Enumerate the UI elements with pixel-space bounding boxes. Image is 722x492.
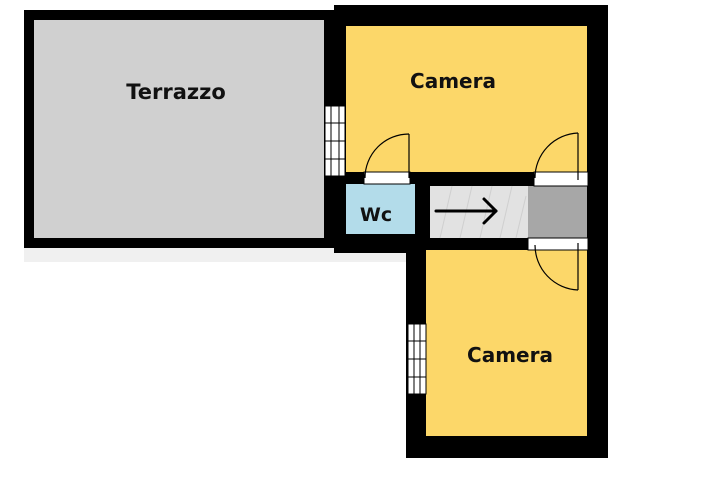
- window-icon: [324, 105, 346, 177]
- door-swing-icon: [364, 133, 410, 179]
- room-label-terrazzo: Terrazzo: [126, 80, 226, 104]
- door-swing-icon: [534, 243, 579, 291]
- camera-top-floor: [346, 26, 587, 172]
- wc-floor: [346, 184, 415, 234]
- door-gap-camera-top: [533, 171, 589, 187]
- arrow-right-icon: [434, 197, 498, 225]
- room-label-wc: Wc: [360, 204, 392, 226]
- camera-bottom-floor: [426, 250, 587, 436]
- window-icon: [407, 323, 427, 395]
- terrazzo-floor: [34, 20, 324, 238]
- door-gap-wc: [363, 171, 411, 185]
- door-gap-camera-bottom: [527, 237, 589, 251]
- room-label-camera-bottom: Camera: [467, 343, 553, 367]
- terrace-edge-shadow: [24, 248, 408, 262]
- room-label-camera-top: Camera: [410, 69, 496, 93]
- door-swing-icon: [534, 132, 579, 180]
- stair-landing: [528, 186, 587, 238]
